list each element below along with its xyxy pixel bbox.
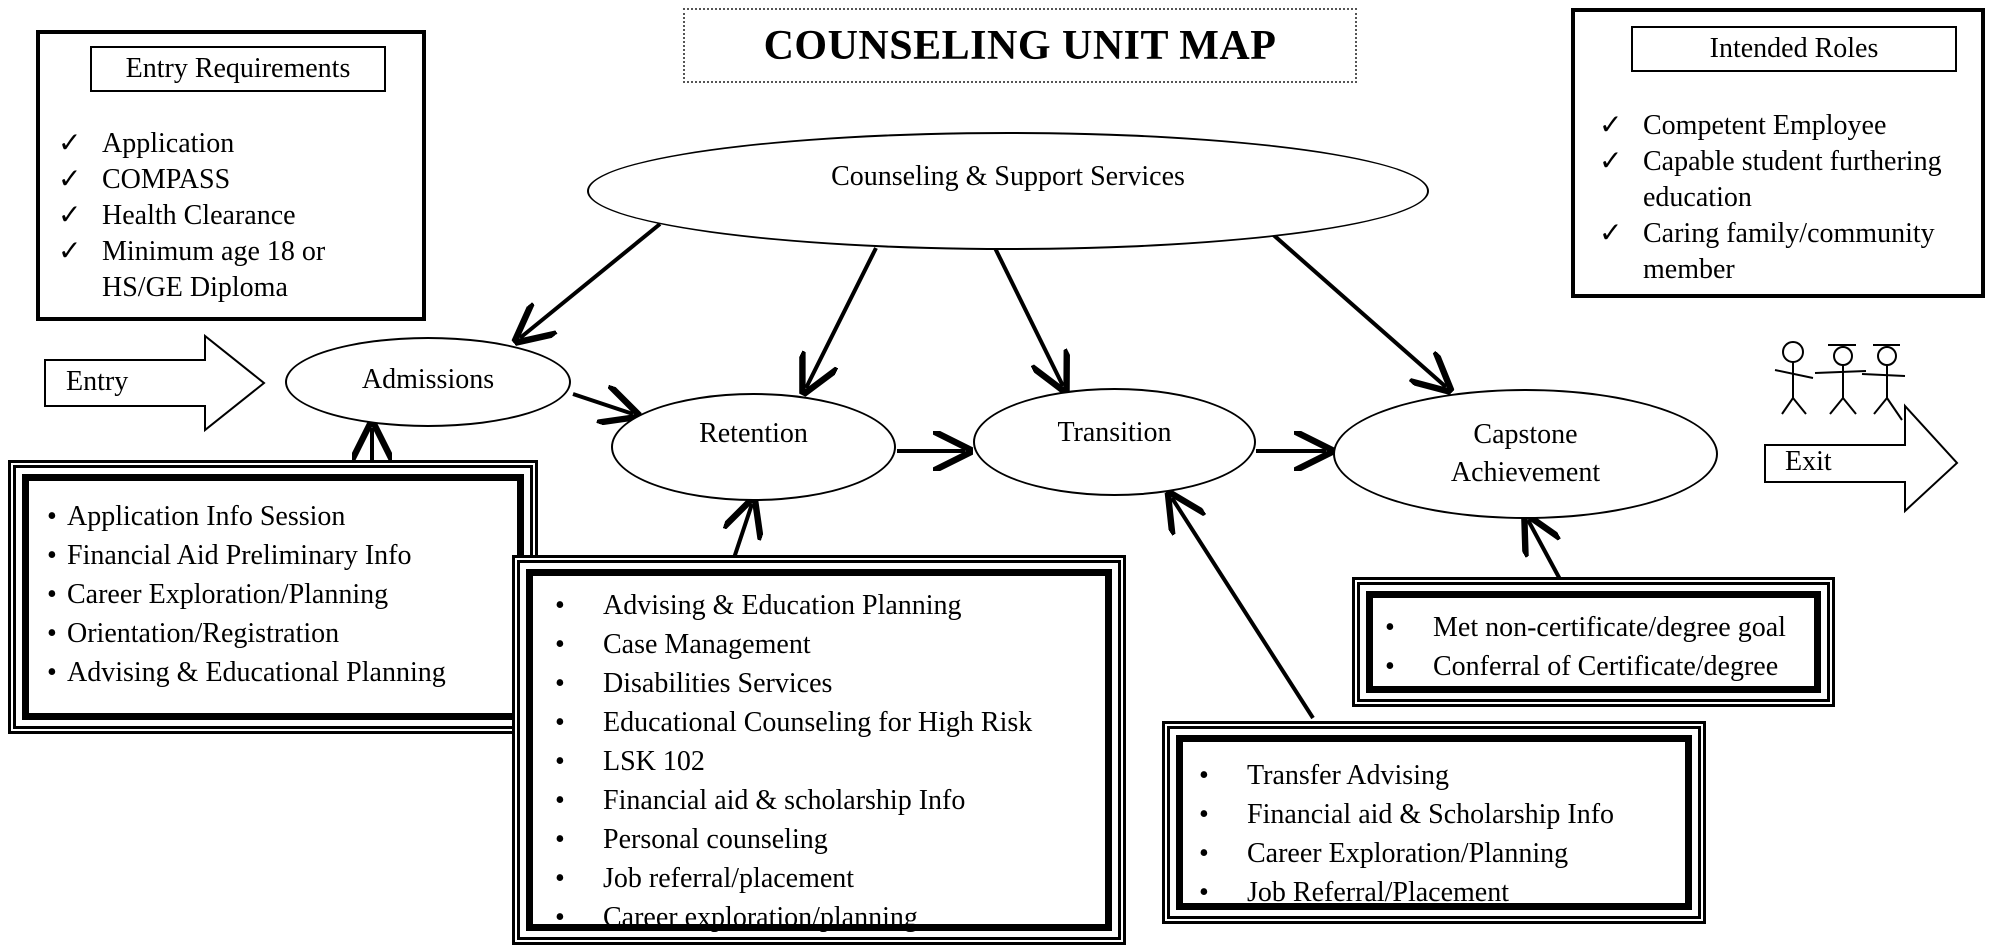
list-item: ✓Caring family/community — [1599, 216, 1979, 252]
list-item: •Transfer Advising — [1181, 756, 1701, 795]
check-icon: ✓ — [58, 200, 82, 231]
entry-requirements-heading: Entry Requirements — [90, 46, 386, 92]
retention-services-list: •Advising & Education Planning •Case Man… — [537, 586, 1127, 937]
admissions-services-list: •Application Info Session •Financial Aid… — [47, 497, 537, 692]
arrow-icon — [993, 247, 1063, 386]
bullet-icon: • — [47, 618, 57, 649]
list-item: •Orientation/Registration — [47, 614, 537, 653]
bullet-icon: • — [47, 657, 57, 688]
arrow-icon — [1528, 520, 1564, 584]
bullet-icon: • — [1199, 799, 1209, 830]
list-item: •Career exploration/planning — [537, 898, 1127, 937]
check-icon: ✓ — [1599, 218, 1623, 249]
list-item: •Advising & Education Planning — [537, 586, 1127, 625]
check-icon: ✓ — [58, 128, 82, 159]
retention-node: Retention — [611, 393, 896, 501]
bullet-icon: • — [555, 902, 565, 933]
retention-services-box: •Advising & Education Planning •Case Man… — [512, 555, 1126, 945]
list-item: •Financial aid & Scholarship Info — [1181, 795, 1701, 834]
list-item: •Financial Aid Preliminary Info — [47, 536, 537, 575]
check-icon: ✓ — [1599, 146, 1623, 177]
check-icon: ✓ — [1599, 110, 1623, 141]
list-item: •Career Exploration/Planning — [47, 575, 537, 614]
list-item: •Case Management — [537, 625, 1127, 664]
entry-label: Entry — [66, 366, 129, 397]
arrow-icon — [734, 504, 752, 559]
intended-roles-heading-text: Intended Roles — [1709, 33, 1879, 64]
list-item: •Disabilities Services — [537, 664, 1127, 703]
arrow-icon — [806, 247, 878, 388]
exit-label: Exit — [1785, 446, 1832, 477]
bullet-icon: • — [555, 629, 565, 660]
arrow-icon — [1172, 498, 1315, 720]
list-item: ✓Minimum age 18 or — [58, 234, 408, 270]
list-item: •Personal counseling — [537, 820, 1127, 859]
bullet-icon: • — [1385, 612, 1395, 643]
list-item: •LSK 102 — [537, 742, 1127, 781]
bullet-icon: • — [1199, 760, 1209, 791]
check-icon: ✓ — [58, 164, 82, 195]
support-services-node: Counseling & Support Services — [587, 132, 1429, 250]
bullet-icon: • — [1199, 877, 1209, 908]
capstone-services-list: •Met non-certificate/degree goal •Confer… — [1367, 608, 1827, 686]
intended-roles-list: ✓Competent Employee ✓Capable student fur… — [1599, 108, 1979, 288]
entry-requirements-box: Entry Requirements ✓Application ✓COMPASS… — [36, 30, 426, 321]
list-item-continuation: HS/GE Diploma — [102, 272, 288, 303]
bullet-icon: • — [555, 590, 565, 621]
list-item-continuation: education — [1643, 182, 1752, 213]
bullet-icon: • — [555, 668, 565, 699]
list-item: •Conferral of Certificate/degree — [1367, 647, 1827, 686]
list-item: ✓Competent Employee — [1599, 108, 1979, 144]
admissions-services-box: •Application Info Session •Financial Aid… — [8, 460, 538, 734]
check-icon: ✓ — [58, 236, 82, 267]
list-item: ✓Health Clearance — [58, 198, 408, 234]
bullet-icon: • — [555, 824, 565, 855]
diagram-title: COUNSELING UNIT MAP — [763, 22, 1277, 69]
intended-roles-box: Intended Roles ✓Competent Employee ✓Capa… — [1571, 8, 1985, 298]
bullet-icon: • — [555, 707, 565, 738]
list-item: •Financial aid & scholarship Info — [537, 781, 1127, 820]
transition-services-list: •Transfer Advising •Financial aid & Scho… — [1181, 756, 1701, 912]
list-item: •Educational Counseling for High Risk — [537, 703, 1127, 742]
list-item: •Advising & Educational Planning — [47, 653, 537, 692]
bullet-icon: • — [555, 863, 565, 894]
stick-figures-icon — [1774, 341, 1906, 421]
exit-arrow-icon — [1764, 403, 1959, 514]
list-item: ✓Application — [58, 126, 408, 162]
bullet-icon: • — [47, 579, 57, 610]
bullet-icon: • — [47, 540, 57, 571]
list-item: ✓Capable student furthering — [1599, 144, 1979, 180]
list-item: •Met non-certificate/degree goal — [1367, 608, 1827, 647]
entry-arrow-icon — [44, 333, 266, 433]
bullet-icon: • — [555, 785, 565, 816]
arrow-icon — [520, 222, 662, 338]
arrow-icon — [1259, 222, 1446, 387]
entry-requirements-heading-text: Entry Requirements — [125, 53, 351, 84]
transition-node: Transition — [973, 388, 1256, 496]
list-item: •Job referral/placement — [537, 859, 1127, 898]
bullet-icon: • — [47, 501, 57, 532]
capstone-services-box: •Met non-certificate/degree goal •Confer… — [1352, 577, 1835, 707]
arrow-icon — [572, 394, 633, 414]
bullet-icon: • — [1385, 651, 1395, 682]
list-item: •Career Exploration/Planning — [1181, 834, 1701, 873]
list-item: •Job Referral/Placement — [1181, 873, 1701, 912]
list-item: ✓COMPASS — [58, 162, 408, 198]
intended-roles-heading: Intended Roles — [1631, 26, 1957, 72]
list-item-continuation: member — [1643, 254, 1735, 285]
bullet-icon: • — [1199, 838, 1209, 869]
admissions-node: Admissions — [285, 337, 571, 427]
diagram-title-box: COUNSELING UNIT MAP — [683, 8, 1357, 83]
list-item: •Application Info Session — [47, 497, 537, 536]
bullet-icon: • — [555, 746, 565, 777]
entry-requirements-list: ✓Application ✓COMPASS ✓Health Clearance … — [58, 126, 408, 306]
capstone-achievement-node: Capstone Achievement — [1333, 389, 1718, 519]
transition-services-box: •Transfer Advising •Financial aid & Scho… — [1162, 721, 1706, 924]
